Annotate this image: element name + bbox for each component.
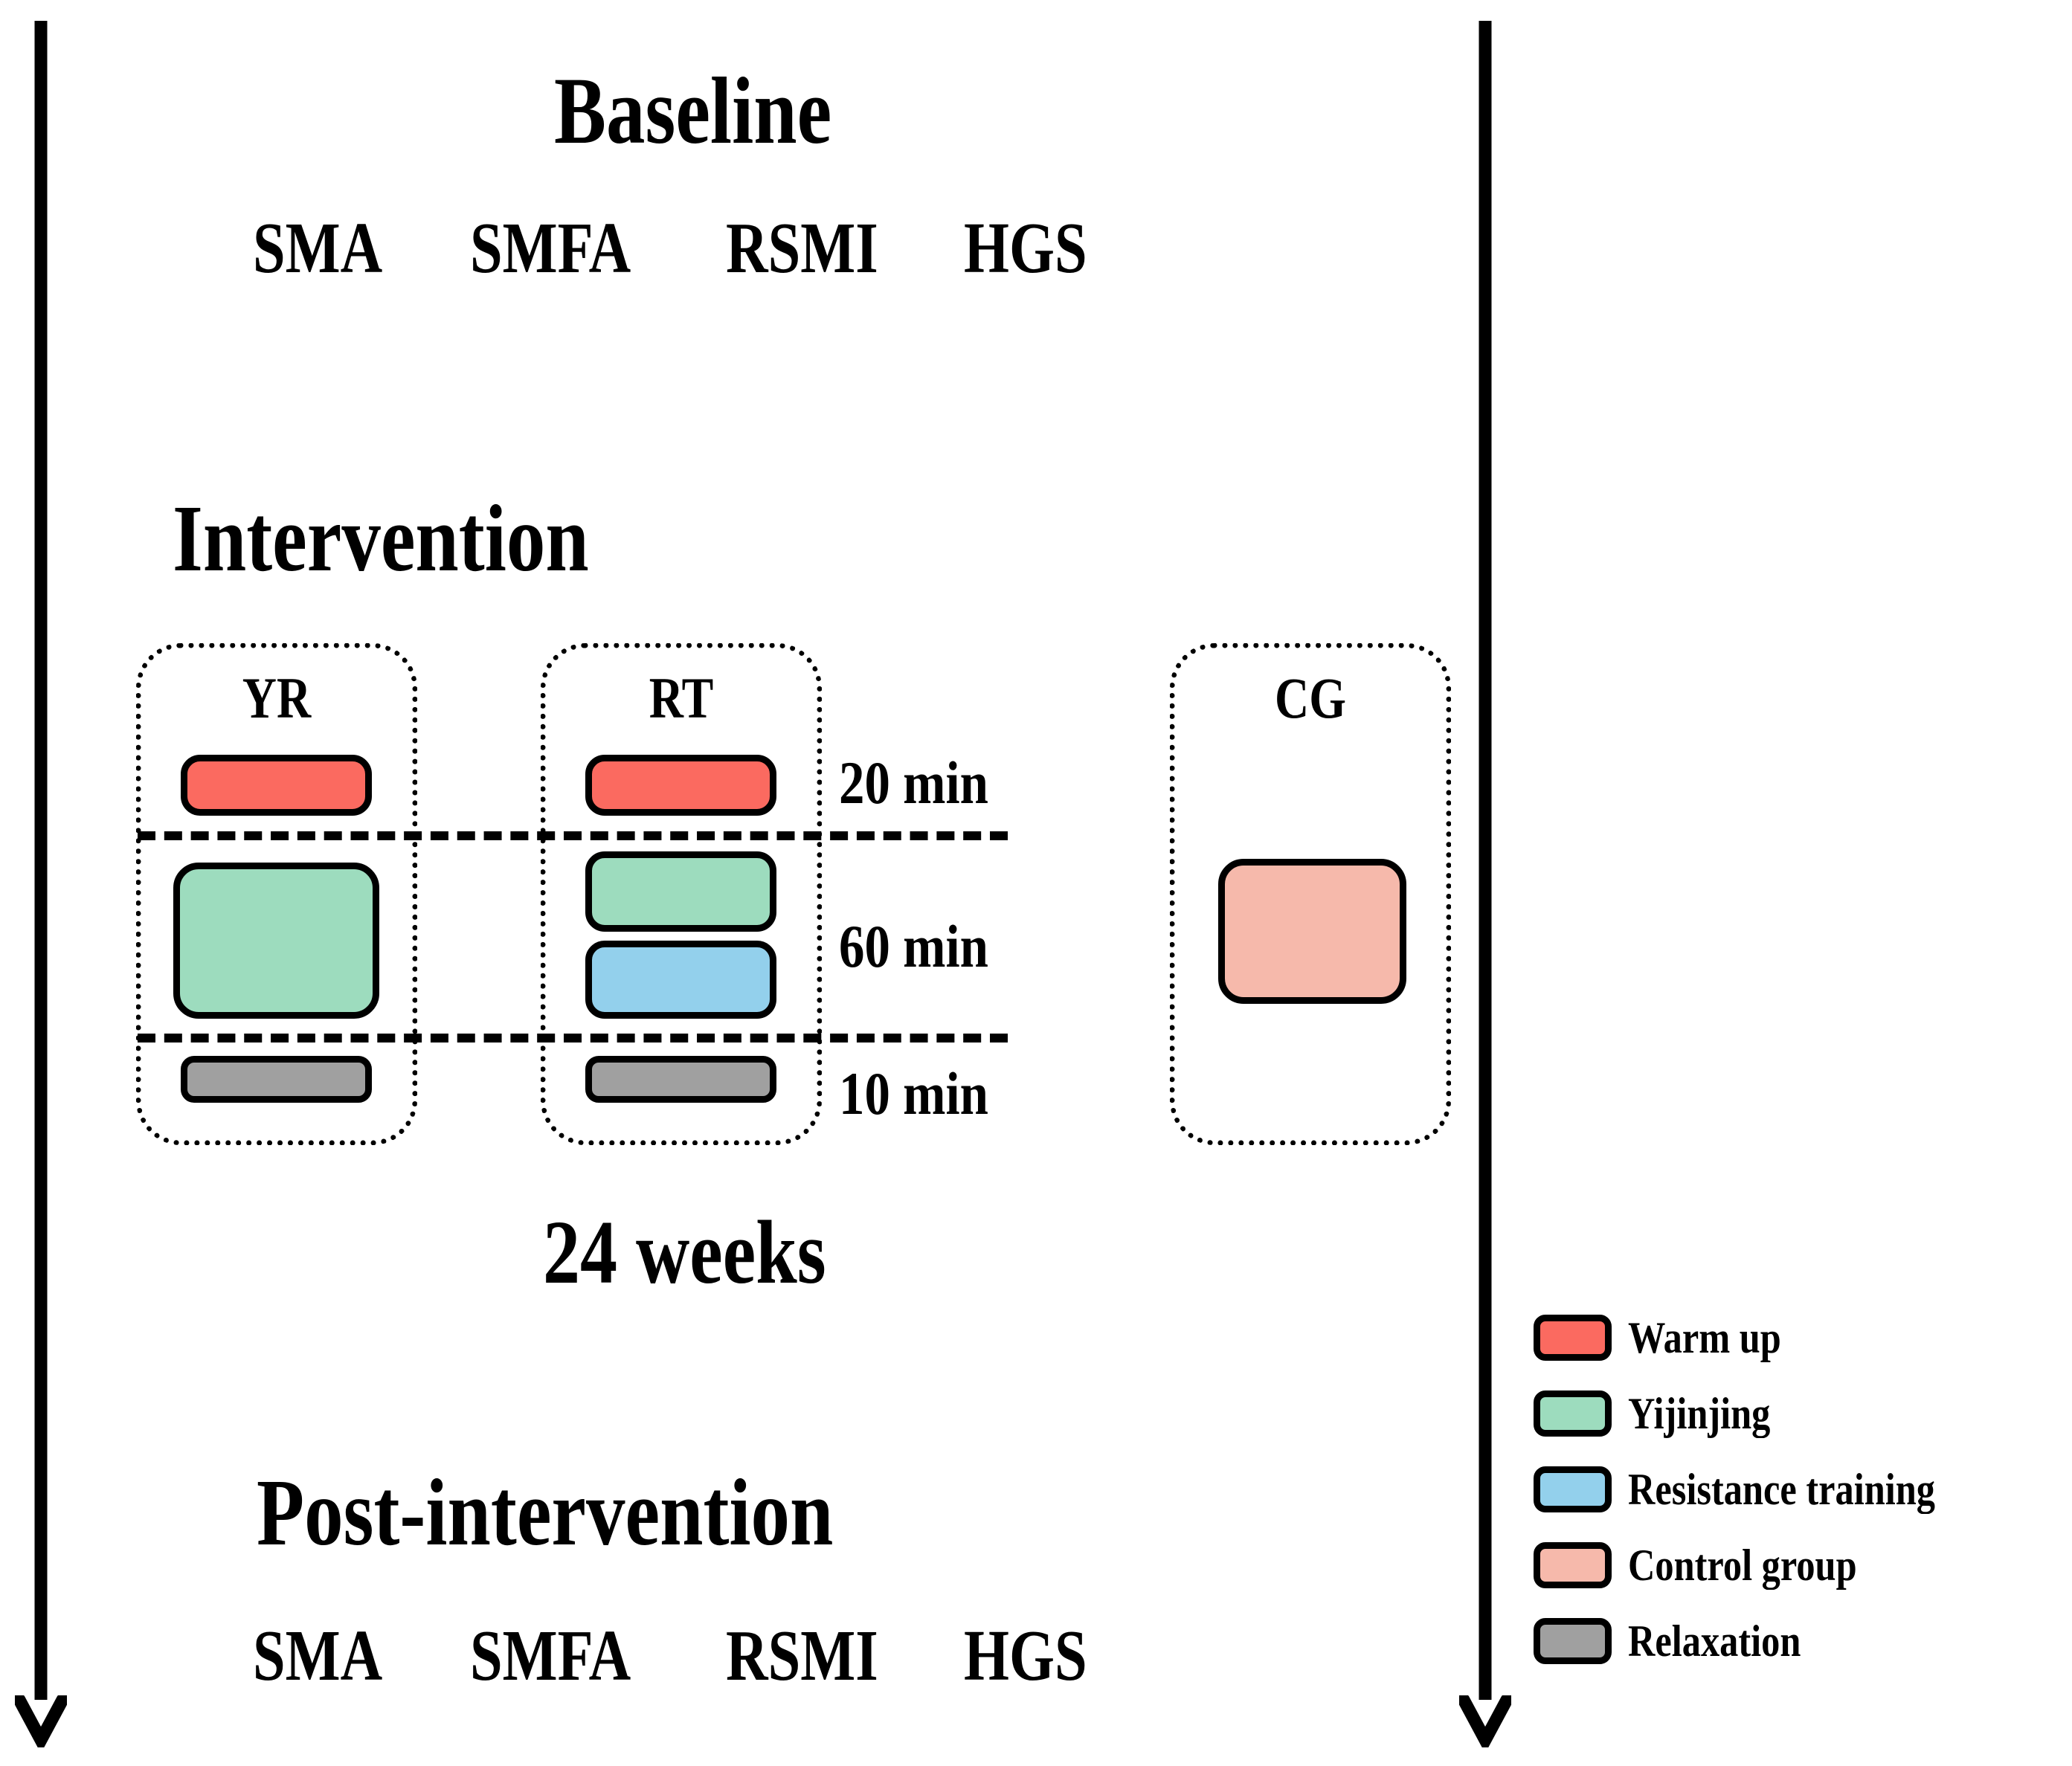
baseline-measure-smfa: SMFA	[470, 208, 631, 289]
group-label-rt: RT	[649, 666, 714, 730]
block-rt-warm-up	[585, 755, 776, 816]
intervention-title: Intervention	[173, 486, 589, 591]
group-label-cg: CG	[1275, 666, 1346, 730]
legend: Warm up Yijinjing Resistance training Co…	[1534, 1315, 2054, 1701]
left-arrow-shaft	[34, 21, 48, 1700]
legend-swatch-resistance-training	[1534, 1466, 1612, 1512]
legend-label-resistance-training: Resistance training	[1628, 1465, 1935, 1514]
left-arrow-head	[13, 1693, 69, 1753]
group-box-yr	[136, 643, 417, 1145]
post-intervention-title: Post-intervention	[257, 1460, 834, 1565]
post-measure-hgs: HGS	[964, 1616, 1087, 1696]
time-label-60-min: 60 min	[839, 912, 988, 980]
legend-label-warm-up: Warm up	[1628, 1313, 1781, 1362]
legend-swatch-warm-up	[1534, 1315, 1612, 1361]
post-intervention-measures: SMA SMFA RSMI HGS	[253, 1620, 1087, 1692]
time-separator-60-10	[138, 1034, 1008, 1042]
legend-label-yijinjing: Yijinjing	[1628, 1389, 1771, 1438]
right-timeline-arrow	[1457, 21, 1513, 1753]
legend-item-control-group: Control group	[1534, 1542, 1900, 1588]
legend-label-relaxation: Relaxation	[1628, 1617, 1801, 1666]
left-timeline-arrow	[13, 21, 69, 1753]
group-box-cg	[1170, 643, 1451, 1145]
legend-item-yijinjing: Yijinjing	[1534, 1390, 1798, 1437]
group-label-yr: YR	[242, 666, 312, 730]
block-yr-relaxation	[181, 1056, 372, 1103]
post-measure-sma: SMA	[253, 1616, 383, 1696]
time-label-20-min: 20 min	[839, 749, 988, 816]
post-measure-smfa: SMFA	[470, 1616, 631, 1696]
baseline-title: Baseline	[554, 58, 832, 164]
group-box-rt	[541, 643, 822, 1145]
legend-swatch-yijinjing	[1534, 1390, 1612, 1437]
post-measure-rsmi: RSMI	[726, 1616, 878, 1696]
baseline-measure-sma: SMA	[253, 208, 383, 289]
block-rt-relaxation	[585, 1056, 776, 1103]
legend-swatch-relaxation	[1534, 1618, 1612, 1664]
block-rt-yijinjing	[585, 851, 776, 932]
block-rt-resistance-training	[585, 941, 776, 1019]
block-yr-warm-up	[181, 755, 372, 816]
right-arrow-shaft	[1479, 21, 1492, 1700]
baseline-measure-rsmi: RSMI	[726, 208, 878, 289]
legend-swatch-control-group	[1534, 1542, 1612, 1588]
legend-item-relaxation: Relaxation	[1534, 1618, 1834, 1664]
legend-label-control-group: Control group	[1628, 1541, 1857, 1590]
time-label-10-min: 10 min	[839, 1060, 988, 1127]
legend-item-resistance-training: Resistance training	[1534, 1466, 1994, 1512]
baseline-measure-hgs: HGS	[964, 208, 1087, 289]
time-separator-20-60	[138, 831, 1008, 840]
legend-item-warm-up: Warm up	[1534, 1315, 1810, 1361]
block-cg-control-group	[1218, 859, 1406, 1004]
block-yr-yijinjing	[173, 863, 379, 1019]
baseline-measures: SMA SMFA RSMI HGS	[253, 212, 1087, 285]
duration-title: 24 weeks	[543, 1202, 826, 1303]
right-arrow-head	[1457, 1693, 1513, 1753]
